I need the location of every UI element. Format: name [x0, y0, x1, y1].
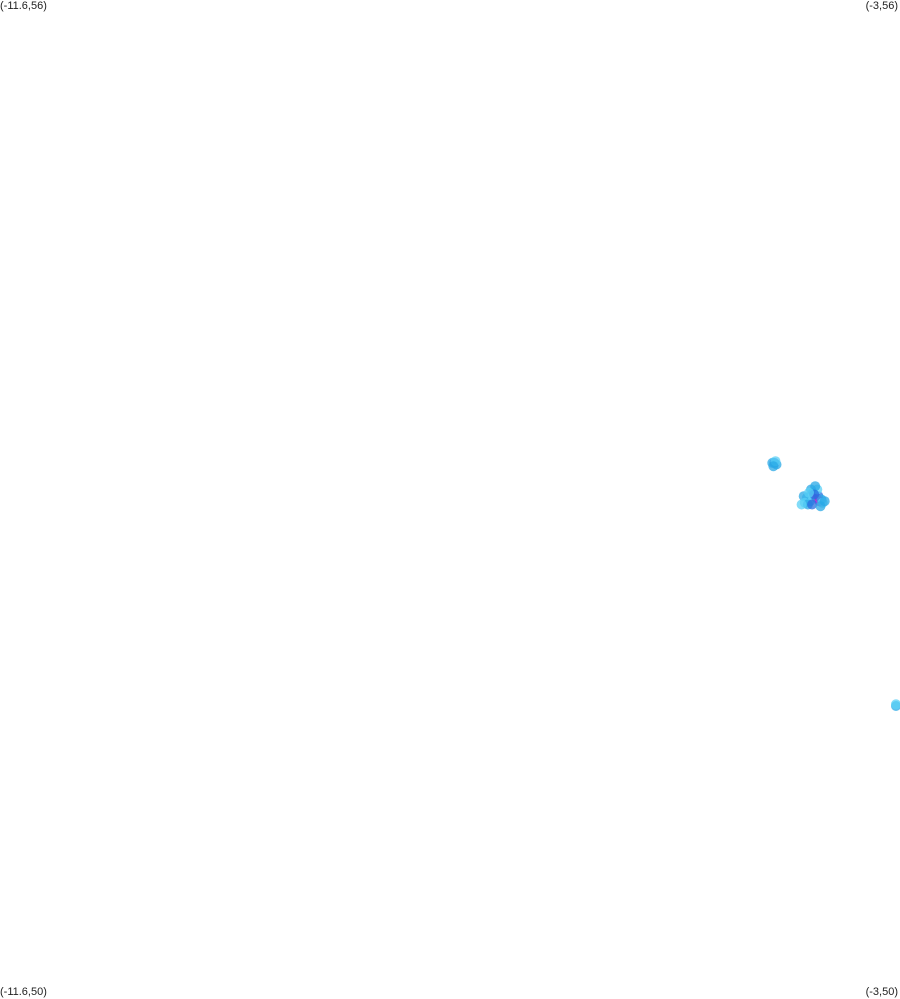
corner-label-top-left: (-11.6,56): [0, 0, 47, 12]
map-point: [804, 487, 814, 498]
map-point: [815, 501, 826, 512]
corner-label-bottom-right: (-3,50): [865, 986, 898, 998]
map-point: [768, 461, 779, 472]
map-point: [891, 699, 900, 710]
map-point: [796, 499, 807, 510]
corner-label-top-right: (-3,56): [865, 0, 898, 12]
points-layer: [767, 456, 900, 711]
map-point: [807, 499, 818, 510]
corner-label-bottom-left: (-11.6,50): [0, 986, 47, 998]
